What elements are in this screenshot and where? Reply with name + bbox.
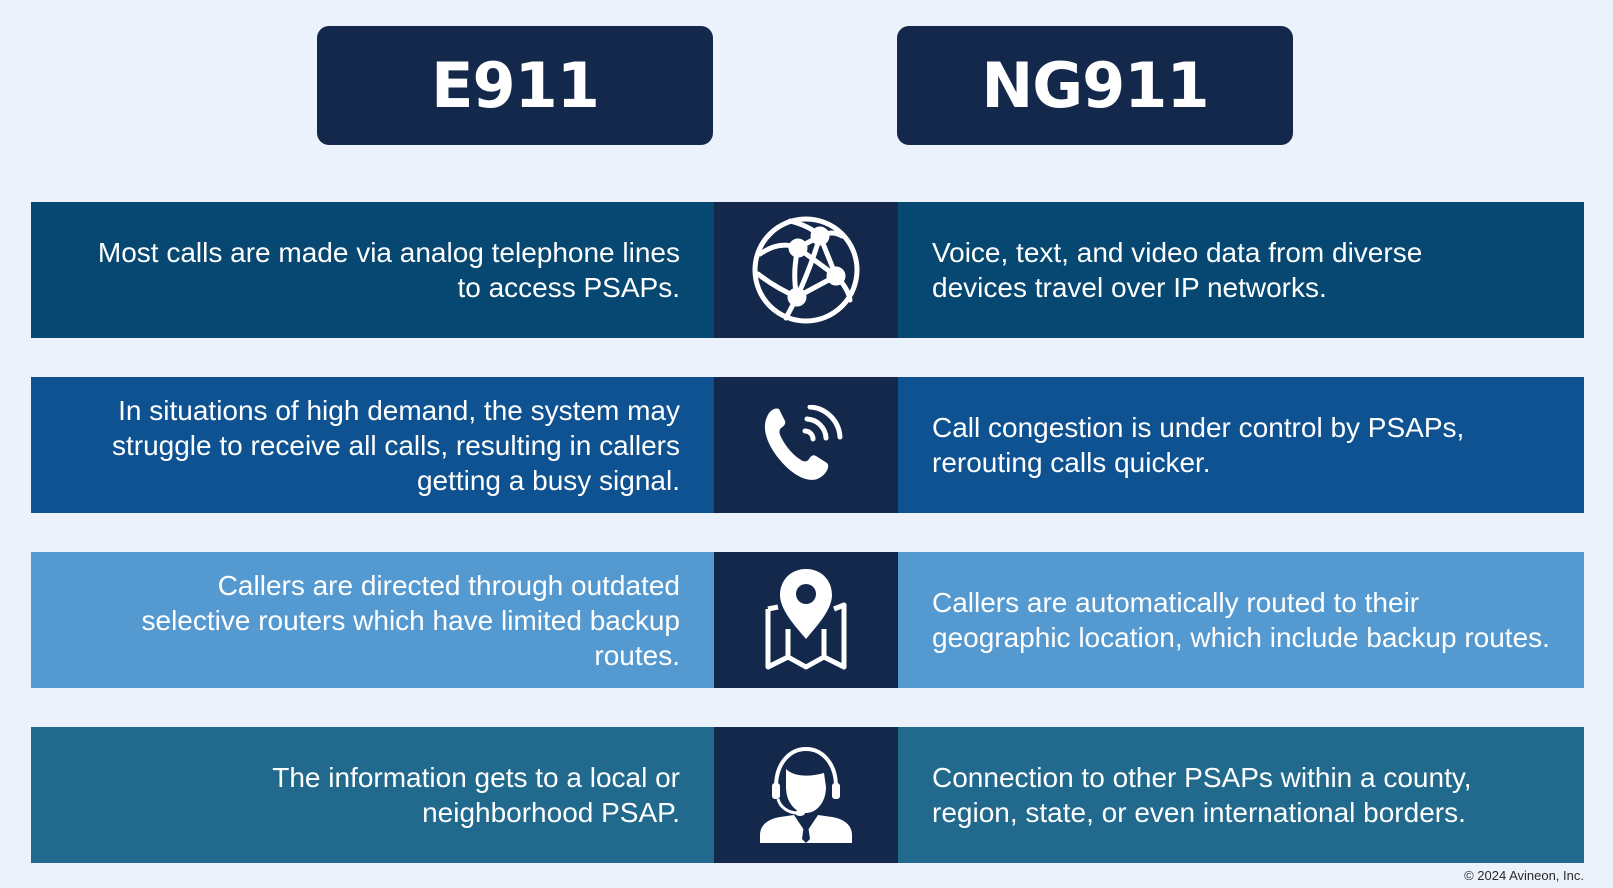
ng911-cell: Callers are automatically routed to thei…: [898, 552, 1584, 688]
e911-cell: Callers are directed through outdated se…: [31, 552, 714, 688]
comparison-row-routing: Callers are directed through outdated se…: [31, 552, 1584, 688]
ng911-text: Connection to other PSAPs within a count…: [932, 762, 1472, 828]
ng911-cell: Call congestion is under control by PSAP…: [898, 377, 1584, 513]
phone-ringing-icon: [714, 377, 898, 513]
e911-header: E911: [317, 26, 713, 145]
e911-cell: In situations of high demand, the system…: [31, 377, 714, 513]
globe-network-icon: [714, 202, 898, 338]
e911-header-label: E911: [431, 49, 600, 122]
ng911-cell: Voice, text, and video data from diverse…: [898, 202, 1584, 338]
e911-text: Most calls are made via analog telephone…: [97, 237, 680, 303]
headset-operator-icon: [714, 727, 898, 863]
comparison-row-call-congestion: In situations of high demand, the system…: [31, 377, 1584, 513]
ng911-cell: Connection to other PSAPs within a count…: [898, 727, 1584, 863]
ng911-text: Voice, text, and video data from diverse…: [932, 237, 1423, 303]
comparison-row-psap-connection: The information gets to a local or neigh…: [31, 727, 1584, 863]
map-pin-icon: [714, 552, 898, 688]
ng911-text: Call congestion is under control by PSAP…: [932, 412, 1465, 478]
e911-text: In situations of high demand, the system…: [111, 394, 680, 496]
copyright-footer: © 2024 Avineon, Inc.: [1464, 868, 1584, 883]
comparison-row-ip-networks: Most calls are made via analog telephone…: [31, 202, 1584, 338]
ng911-header: NG911: [897, 26, 1293, 145]
ng911-text: Callers are automatically routed to thei…: [932, 587, 1550, 653]
e911-text: The information gets to a local or neigh…: [272, 762, 680, 828]
e911-text: Callers are directed through outdated se…: [141, 569, 680, 671]
e911-cell: Most calls are made via analog telephone…: [31, 202, 714, 338]
ng911-header-label: NG911: [981, 49, 1209, 122]
e911-cell: The information gets to a local or neigh…: [31, 727, 714, 863]
